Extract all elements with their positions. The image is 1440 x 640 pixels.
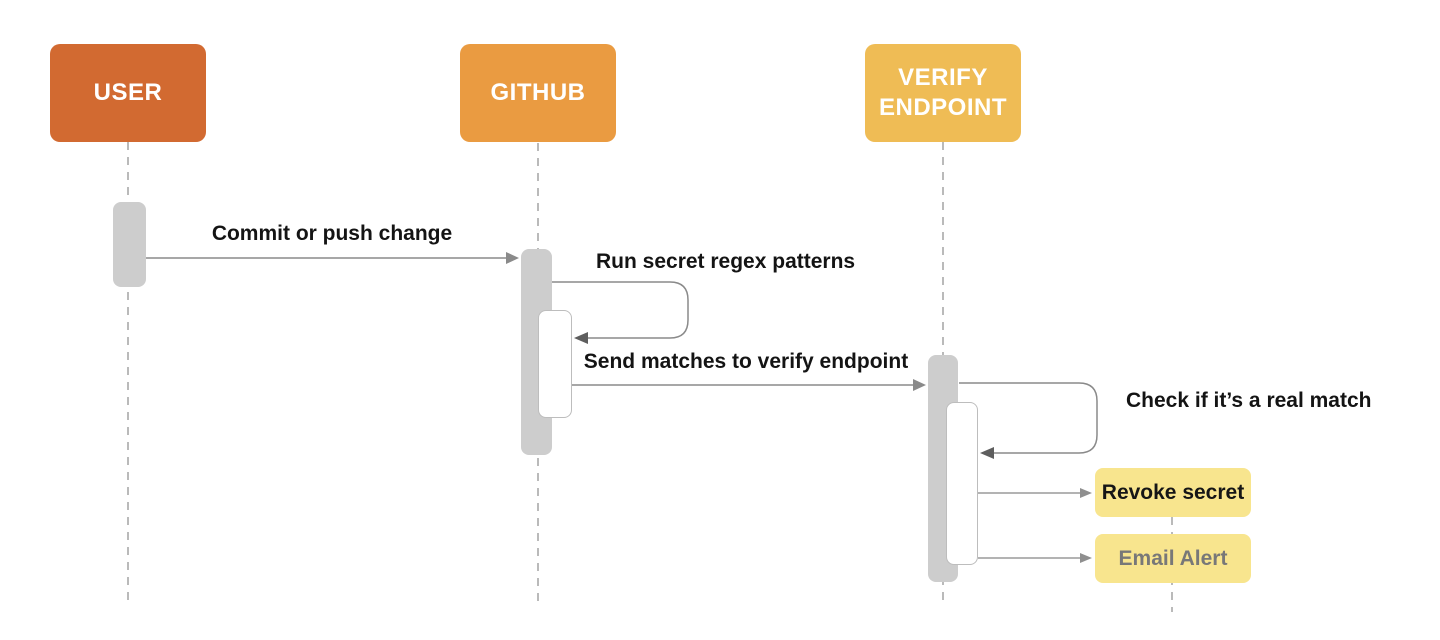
target-label-revoke-secret: Revoke secret [1101, 480, 1245, 504]
arrow-send-head [913, 379, 926, 391]
target-label-email-alert: Email Alert [1118, 546, 1228, 570]
message-label-commit: Commit or push change [211, 222, 453, 245]
arrow-check-loop [959, 382, 1098, 454]
message-label-send-matches: Send matches to verify endpoint [583, 350, 909, 373]
activation-bar-verify-nested [946, 402, 978, 565]
actor-label-verify-endpoint: VERIFY ENDPOINT [879, 64, 1008, 121]
arrow-commit-head [506, 252, 519, 264]
activation-bar-user [113, 202, 146, 287]
arrow-run-loop [552, 281, 689, 339]
target-box-email-alert: Email Alert [1095, 534, 1251, 583]
message-label-check-match: Check if it’s a real match [1126, 389, 1372, 412]
actor-label-user: USER [93, 79, 163, 106]
actor-box-github: GITHUB [460, 44, 616, 142]
arrow-revoke-head [1080, 488, 1092, 498]
actor-box-user: USER [50, 44, 206, 142]
actor-box-verify-endpoint: VERIFY ENDPOINT [865, 44, 1021, 142]
arrow-run-head [574, 332, 588, 344]
target-box-revoke-secret: Revoke secret [1095, 468, 1251, 517]
arrow-check-head [980, 447, 994, 459]
activation-bar-github-nested [538, 310, 572, 418]
message-label-run-regex: Run secret regex patterns [596, 250, 856, 273]
actor-label-github: GITHUB [490, 79, 586, 106]
arrow-email-head [1080, 553, 1092, 563]
